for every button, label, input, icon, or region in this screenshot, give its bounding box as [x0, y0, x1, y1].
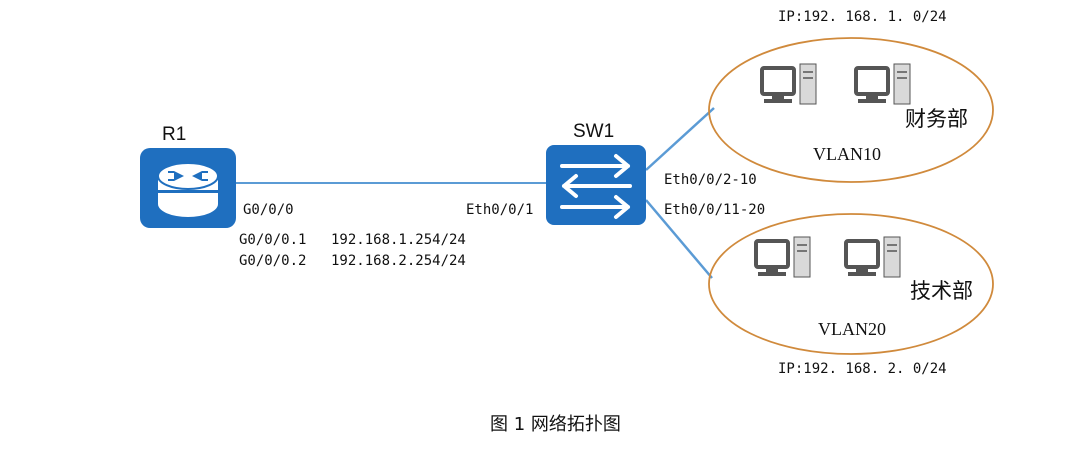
- router-port-label: G0/0/0: [243, 202, 294, 218]
- switch-name: SW1: [573, 121, 614, 142]
- router-subif2-ip: 192.168.2.254/24: [331, 253, 466, 269]
- link-sw1-vlan20: [645, 199, 713, 279]
- pc-icon: [854, 63, 911, 105]
- switch-uplink-label: Eth0/0/1: [466, 202, 533, 218]
- vlan10-department: 财务部: [905, 107, 968, 131]
- switch-sw1: [546, 145, 646, 225]
- router-icon: [157, 162, 219, 217]
- switch-port-group-b: Eth0/0/11-20: [664, 202, 765, 218]
- router-subif1-ip: 192.168.1.254/24: [331, 232, 466, 248]
- figure-caption: 图 1 网络拓扑图: [490, 414, 621, 435]
- router-subif1-label: G0/0/0.1: [239, 232, 306, 248]
- switch-port-group-a: Eth0/0/2-10: [664, 172, 757, 188]
- router-r1: [140, 148, 236, 228]
- vlan20-ellipse: [708, 213, 994, 355]
- vlan10-ellipse: [708, 37, 994, 183]
- vlan20-name: VLAN20: [818, 319, 886, 339]
- vlan10-name: VLAN10: [813, 144, 881, 164]
- vlan20-department: 技术部: [910, 279, 973, 303]
- router-subif2-label: G0/0/0.2: [239, 253, 306, 269]
- vlan10-subnet: IP:192. 168. 1. 0/24: [778, 9, 947, 25]
- vlan20-subnet: IP:192. 168. 2. 0/24: [778, 361, 947, 377]
- pc-icon: [754, 236, 811, 278]
- router-name: R1: [162, 124, 186, 145]
- pc-icon: [760, 63, 817, 105]
- link-sw1-vlan10: [645, 107, 715, 171]
- switch-arrows-icon: [560, 154, 632, 219]
- pc-icon: [844, 236, 901, 278]
